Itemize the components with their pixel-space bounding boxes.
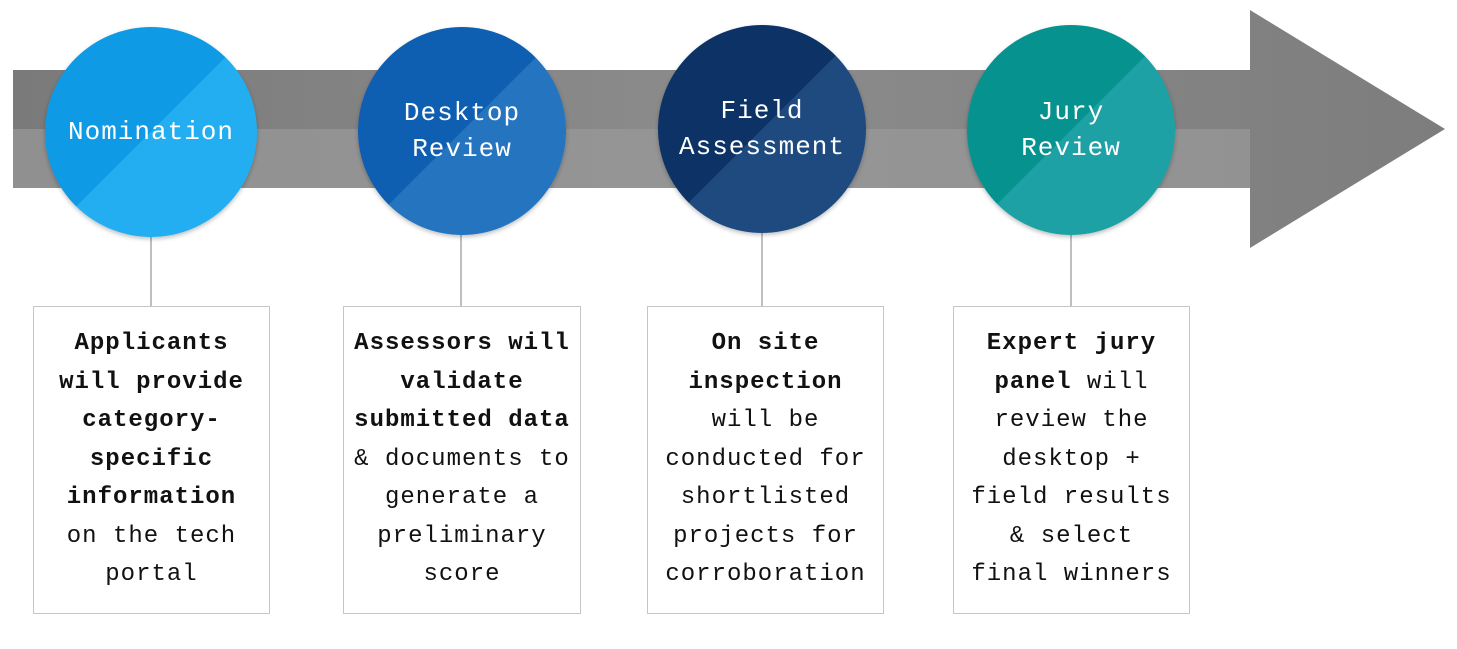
stage-detail: will review the desktop + field results …	[971, 368, 1172, 589]
stage-detail: on the tech portal	[66, 522, 237, 589]
stage-circle-nomination: Nomination	[45, 27, 257, 237]
connector-line	[761, 232, 763, 307]
stage-circle-desktop-review: Desktop Review	[358, 27, 566, 235]
stage-description: On site inspection will be conducted for…	[647, 306, 884, 614]
stage-description: Applicants will provide category-specifi…	[33, 306, 270, 614]
stage-highlight: Applicants will provide category-specifi…	[59, 330, 244, 512]
stage-detail: will be conducted for shortlisted projec…	[665, 407, 866, 589]
stage-title: Desktop Review	[403, 98, 521, 164]
stage-title: Jury Review	[1021, 97, 1121, 163]
stage-title: Nomination	[67, 117, 235, 147]
stage-highlight: On site inspection	[688, 330, 843, 396]
stage-circle-field-assessment: Field Assessment	[658, 25, 866, 233]
connector-line	[150, 235, 152, 307]
stage-detail: & documents to generate a preliminary sc…	[354, 445, 570, 589]
stage-highlight: Assessors will validate submitted data	[354, 330, 570, 435]
stage-description: Expert jury panel will review the deskto…	[953, 306, 1190, 614]
connector-line	[460, 232, 462, 307]
stage-title: Field Assessment	[678, 96, 846, 162]
connector-line	[1070, 232, 1072, 307]
stage-description: Assessors will validate submitted data &…	[343, 306, 581, 614]
stage-highlight: Expert jury panel	[986, 330, 1157, 396]
stage-circle-jury-review: Jury Review	[967, 25, 1175, 235]
